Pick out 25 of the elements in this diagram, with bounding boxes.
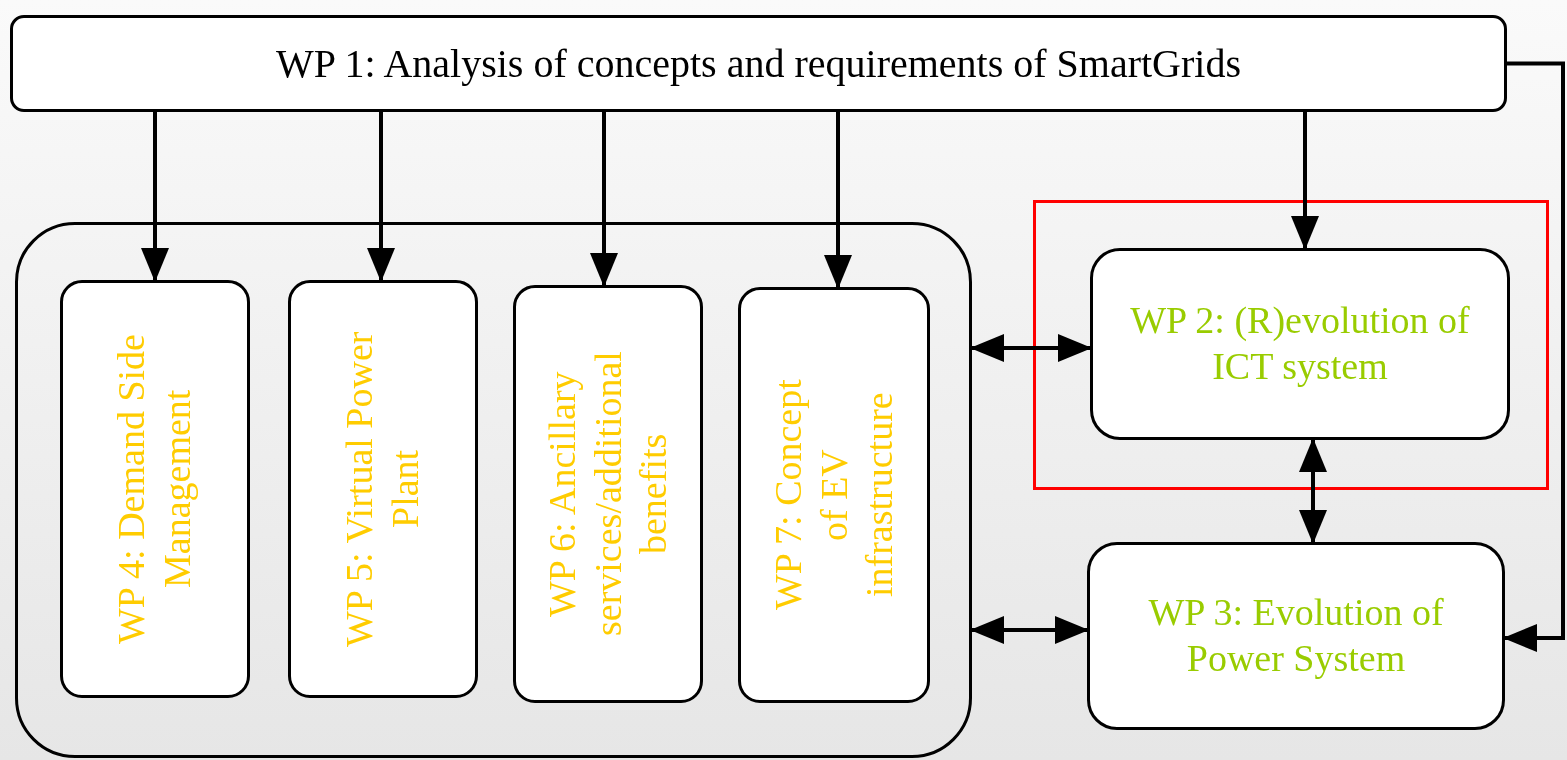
group-box — [15, 222, 972, 758]
work-package-box — [513, 285, 703, 703]
arrow — [1503, 61, 1565, 652]
work-package-label: WP 3: Evolution of Power System — [1147, 590, 1445, 681]
arrow — [970, 334, 1092, 362]
arrow — [970, 616, 1089, 644]
work-package-box — [288, 280, 478, 698]
work-package-label: WP 2: (R)evolution of ICT system — [1129, 298, 1471, 389]
top-box — [10, 15, 1507, 112]
work-package-label: WP 1: Analysis of concepts and requirements of SmartGrids — [276, 39, 1241, 88]
arrow — [141, 112, 169, 282]
work-package-label: WP 5: Virtual Power Plant — [337, 330, 427, 649]
work-package-box — [1090, 248, 1510, 440]
work-package-label: WP 6: Ancillary services/additional benefits — [539, 350, 675, 639]
highlight-frame — [1033, 200, 1549, 490]
arrow — [1291, 112, 1319, 250]
work-package-box — [1087, 542, 1505, 730]
arrow — [1299, 438, 1327, 544]
work-package-label: WP 7: Concept of EV infrastructure — [765, 378, 901, 613]
arrow — [590, 112, 618, 287]
work-package-box — [60, 280, 250, 698]
work-package-label: WP 4: Demand Side Management — [109, 333, 199, 646]
arrow — [824, 112, 852, 289]
work-package-box — [738, 287, 930, 703]
arrow — [367, 112, 395, 282]
